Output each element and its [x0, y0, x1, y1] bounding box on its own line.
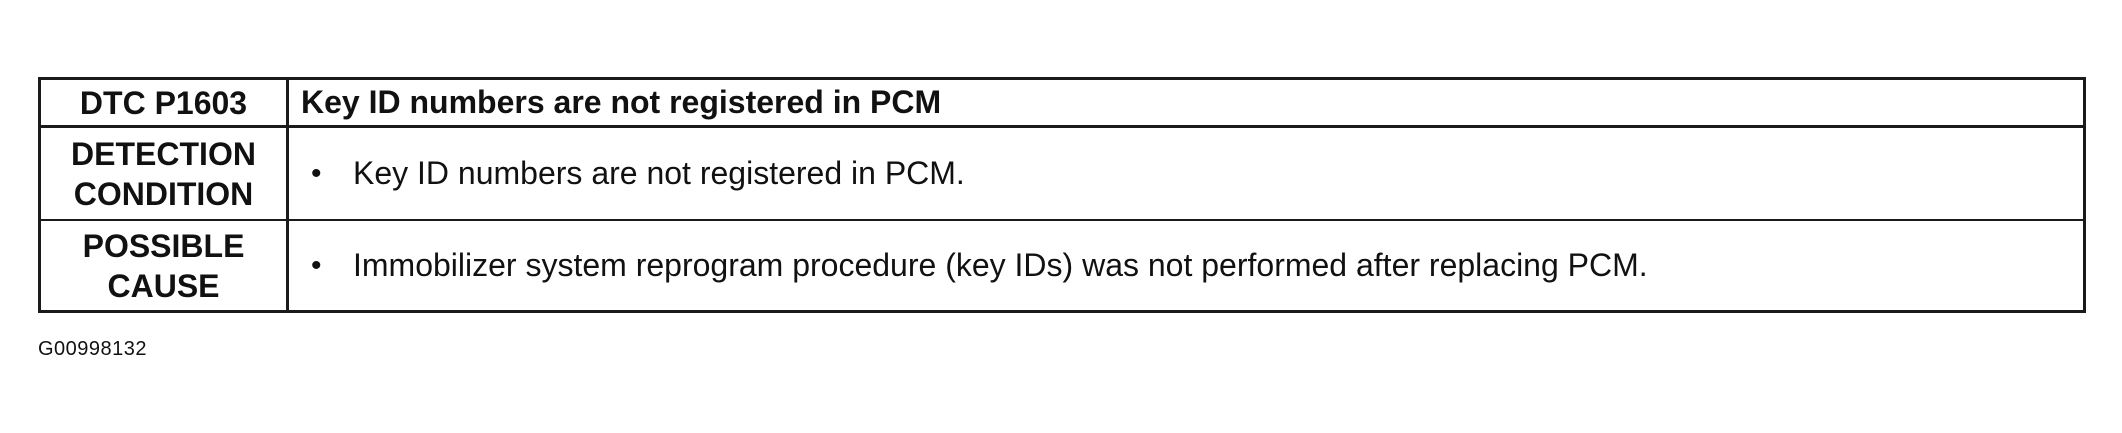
- dtc-description-cell: Key ID numbers are not registered in PCM: [289, 80, 2083, 128]
- dtc-code: DTC P1603: [79, 84, 248, 121]
- dtc-table: DTC P1603 Key ID numbers are not registe…: [38, 77, 2086, 313]
- bullet-icon: •: [311, 156, 322, 190]
- detection-condition-label-cell: DETECTION CONDITION: [41, 128, 289, 221]
- detection-condition-text: Key ID numbers are not registered in PCM…: [353, 155, 965, 191]
- figure-id: G00998132: [38, 338, 148, 360]
- bullet-icon: •: [311, 248, 322, 282]
- detection-condition-cell: • Key ID numbers are not registered in P…: [289, 128, 2083, 221]
- dtc-description: Key ID numbers are not registered in PCM: [301, 84, 942, 120]
- possible-cause-text: Immobilizer system reprogram procedure (…: [353, 247, 1648, 283]
- possible-cause-label: POSSIBLE CAUSE: [82, 227, 245, 304]
- possible-cause-cell: • Immobilizer system reprogram procedure…: [289, 221, 2083, 310]
- dtc-code-cell: DTC P1603: [41, 80, 289, 128]
- detection-condition-label: DETECTION CONDITION: [71, 135, 256, 212]
- possible-cause-label-cell: POSSIBLE CAUSE: [41, 221, 289, 310]
